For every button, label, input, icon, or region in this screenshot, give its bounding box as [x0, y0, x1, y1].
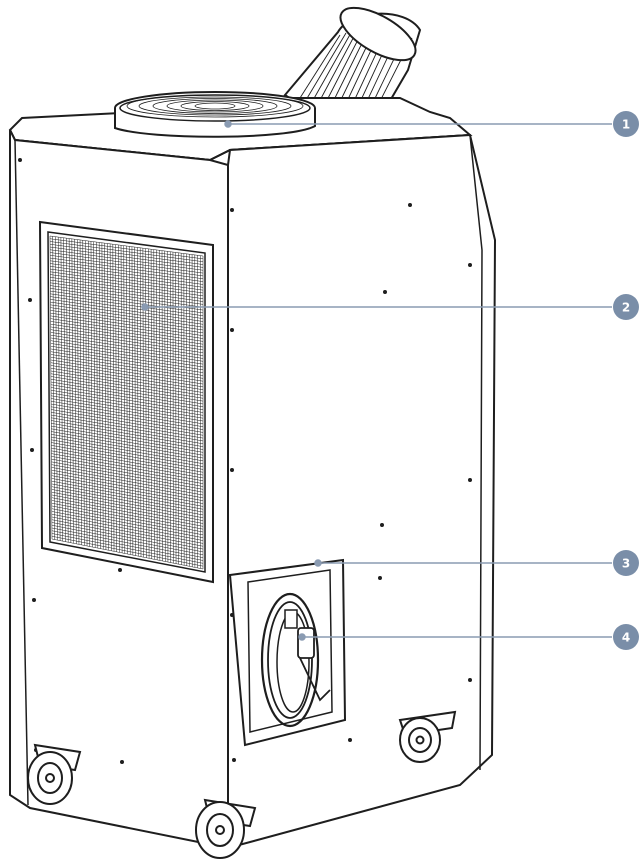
top-fan-grille [114, 91, 316, 138]
callout-4-label: 4 [622, 631, 630, 645]
leader-dot-3 [314, 559, 322, 567]
callout-2: 2 [613, 294, 639, 320]
caster-back-right [398, 710, 457, 763]
cord-compartment [228, 558, 347, 747]
callout-1: 1 [613, 111, 639, 137]
leader-dot-2 [141, 303, 149, 311]
caster-wheels [27, 710, 457, 859]
leader-dot-1 [224, 120, 232, 128]
cabinet-side-face [227, 133, 497, 850]
leader-dot-4 [298, 633, 306, 641]
screws [18, 158, 472, 764]
caster-front-left [27, 743, 82, 805]
intake-grille [38, 220, 214, 584]
callout-3: 3 [613, 550, 639, 576]
caster-front-right [195, 798, 257, 859]
callout-2-label: 2 [622, 301, 630, 315]
leader-lines [141, 120, 612, 641]
callout-4: 4 [613, 624, 639, 650]
callout-1-label: 1 [622, 118, 630, 132]
callout-3-label: 3 [622, 557, 630, 571]
